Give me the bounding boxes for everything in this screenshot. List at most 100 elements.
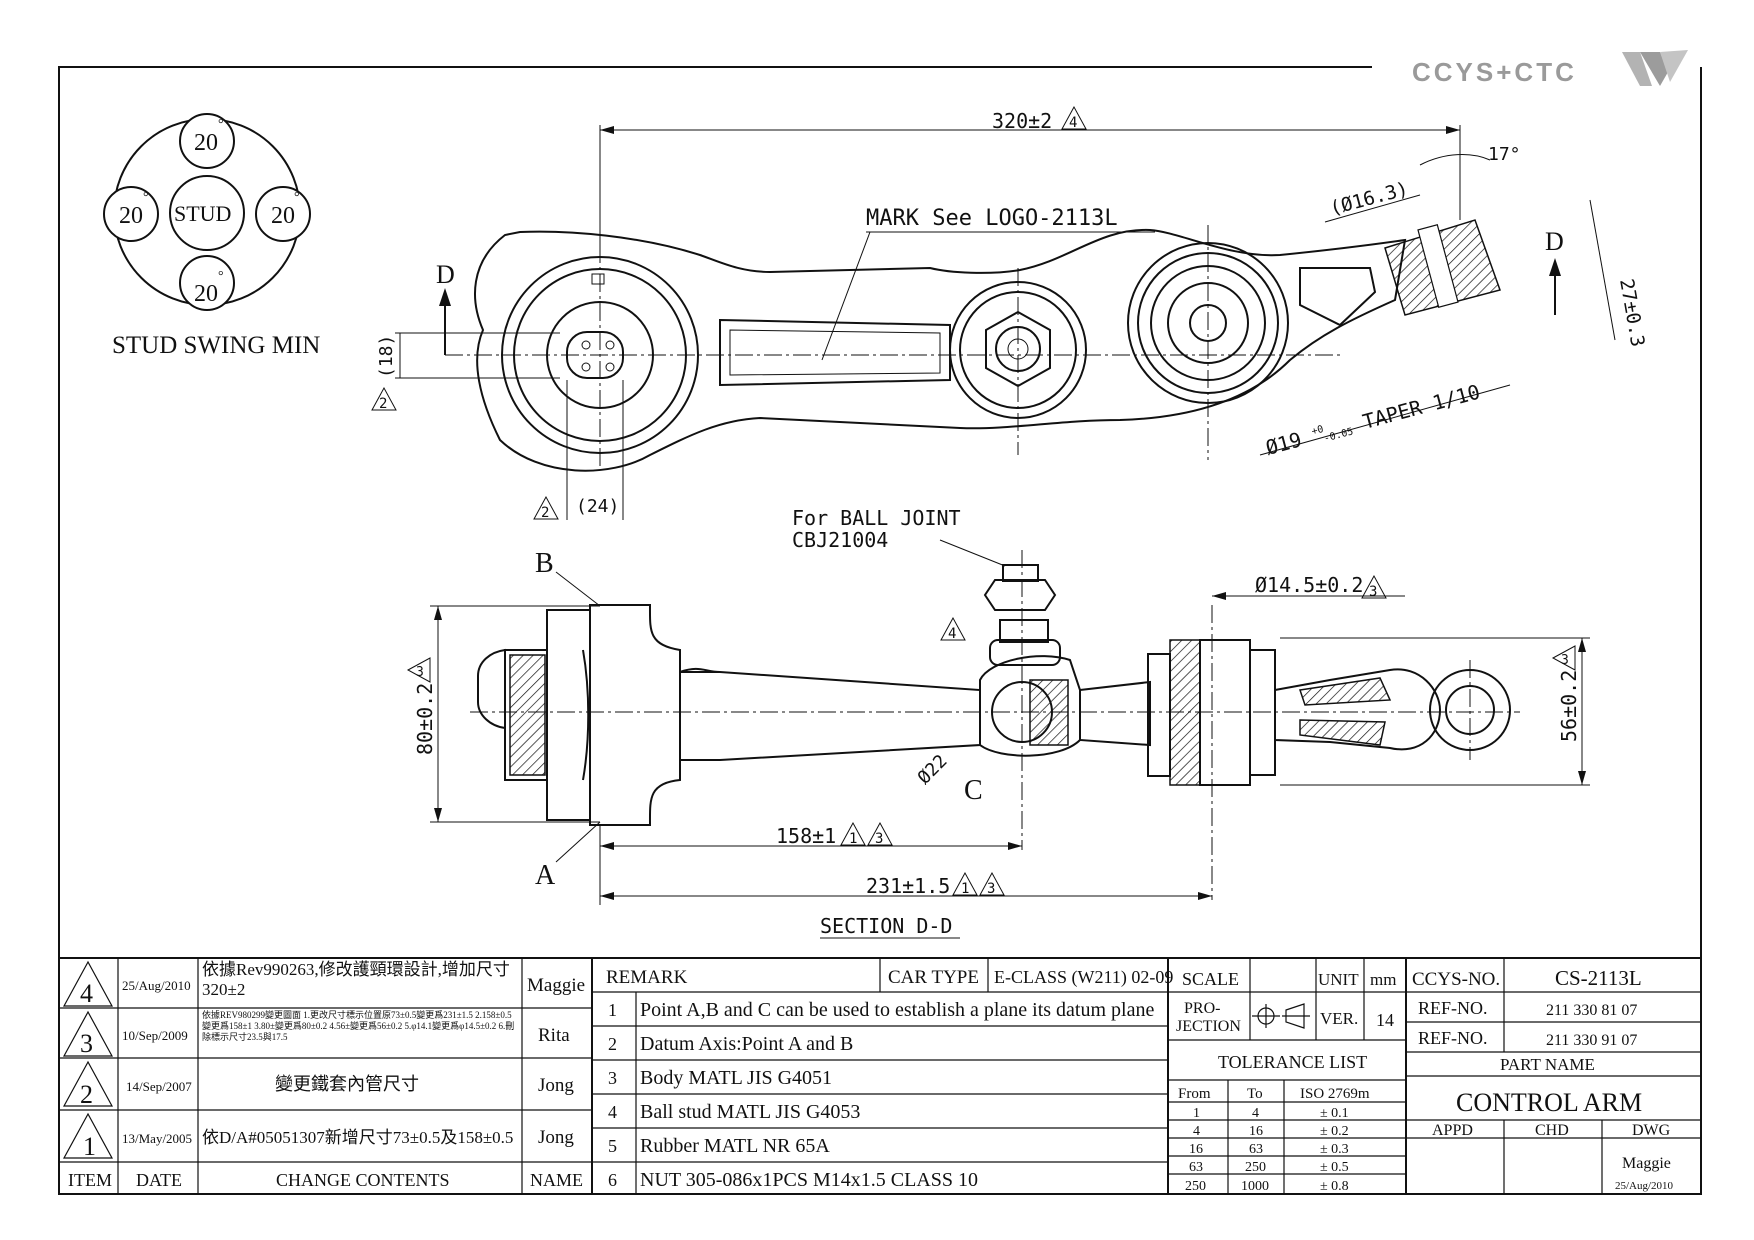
section-d-right: D — [1545, 227, 1564, 256]
tol-to-4: 250 — [1245, 1160, 1266, 1175]
chd-label: CHD — [1535, 1122, 1569, 1139]
tol-val-4: ± 0.5 — [1320, 1160, 1349, 1175]
unit-label: UNIT — [1318, 970, 1359, 989]
rev-change-4: 依據Rev990263,修改護頸環設計,增加尺寸320±2 — [202, 960, 510, 999]
left-rubber-section — [509, 654, 546, 776]
tol-from-5: 250 — [1185, 1179, 1206, 1194]
remark-label: REMARK — [606, 967, 688, 988]
part-info-table: CCYS-NO. CS-2113L REF-NO. 211 330 81 07 … — [1406, 958, 1701, 1194]
rev-change-2: 變更鐵套內管尺寸 — [275, 1074, 419, 1094]
ref-no-label-1: REF-NO. — [1418, 998, 1488, 1018]
rev-mark-1b-icon: 1 — [952, 871, 978, 897]
brand-emblem-icon — [1622, 50, 1688, 86]
rev-item-1: 1 — [83, 1132, 96, 1161]
stud-swing-diagram: 20 ° 20 ° 20 ° 20 ° STUD STUD SWING MIN — [103, 113, 320, 359]
rev-mark-2b-text: 2 — [541, 505, 549, 521]
rev-name-2: Jong — [538, 1075, 574, 1096]
mark-callout: MARK See LOGO-2113L — [866, 206, 1118, 231]
ball-joint-callout-2: CBJ21004 — [792, 528, 888, 552]
swing-caption: STUD SWING MIN — [112, 332, 320, 359]
drawing-frame — [58, 66, 1702, 1195]
swing-bottom-degree: ° — [218, 269, 224, 284]
rev-mark-3a-icon: 3 — [406, 657, 431, 683]
remark-no-6: 6 — [608, 1170, 617, 1190]
tol-val-3: ± 0.3 — [1320, 1142, 1349, 1157]
datum-point-b: B — [535, 548, 554, 579]
rev-header-name: NAME — [530, 1170, 583, 1190]
dwg-label: DWG — [1632, 1122, 1671, 1139]
rev-date-4: 25/Aug/2010 — [122, 978, 191, 993]
remark-text-1: Point A,B and C can be used to establish… — [640, 999, 1154, 1021]
rev-mark-2a-text: 2 — [379, 396, 387, 412]
remark-no-1: 1 — [608, 1000, 617, 1020]
swing-bottom-value: 20 — [194, 281, 218, 307]
remark-text-2: Datum Axis:Point A and B — [640, 1033, 853, 1055]
revision-table: 4 25/Aug/2010 依據Rev990263,修改護頸環設計,增加尺寸32… — [62, 960, 585, 1190]
unit-value: mm — [1370, 970, 1396, 989]
rev-mark-1b-text: 1 — [961, 881, 969, 897]
dim-158: 158±1 — [776, 824, 836, 848]
rev-date-1: 13/May/2005 — [122, 1131, 192, 1146]
remark-no-5: 5 — [608, 1136, 617, 1156]
rev-mark-1a-icon: 1 — [840, 821, 866, 847]
rev-date-3: 10/Sep/2009 — [122, 1028, 188, 1043]
swing-center-label: STUD — [174, 201, 231, 226]
dim-320: 320±2 — [992, 109, 1052, 133]
top-view: 320±2 4 17° MARK See LOGO-2113L (Ø16.3) … — [371, 105, 1649, 521]
rev-mark-4b-icon: 4 — [940, 616, 966, 642]
rev-change-3: 依據REV980299變更圖面 1.更改尺寸標示位置原73±0.5變更爲231±… — [202, 1010, 515, 1042]
tol-to-3: 63 — [1249, 1142, 1263, 1157]
ccys-no-value: CS-2113L — [1555, 966, 1642, 990]
rev-mark-4-text: 4 — [1069, 115, 1077, 131]
dim-80: 80±0.2 — [413, 683, 437, 755]
tol-to-2: 16 — [1249, 1124, 1263, 1139]
section-title: SECTION D-D — [820, 914, 952, 938]
rev-row-3: 3 10/Sep/2009 依據REV980299變更圖面 1.更改尺寸標示位置… — [62, 1010, 570, 1058]
ver-value: 14 — [1376, 1010, 1394, 1030]
rev-mark-4-icon: 4 — [1061, 105, 1087, 131]
swing-top-value: 20 — [194, 130, 218, 156]
rev-mark-3e-icon: 3 — [979, 871, 1005, 897]
dim-phi-14-5: Ø14.5±0.2 — [1255, 573, 1363, 597]
tol-to-5: 1000 — [1241, 1179, 1269, 1194]
appd-label: APPD — [1432, 1122, 1473, 1139]
ref-no-2: 211 330 91 07 — [1546, 1032, 1637, 1049]
dim-phi-16-3: (Ø16.3) — [1328, 178, 1411, 220]
dim-24: (24) — [576, 496, 619, 517]
rev-item-4: 4 — [80, 979, 93, 1008]
drawn-by: Maggie — [1622, 1155, 1671, 1172]
remark-text-5: Rubber MATL NR 65A — [640, 1135, 830, 1157]
swing-left-degree: ° — [143, 190, 149, 205]
drawn-date: 25/Aug/2010 — [1615, 1180, 1674, 1192]
remark-no-2: 2 — [608, 1034, 617, 1054]
ccys-no-label: CCYS-NO. — [1412, 969, 1500, 990]
rev-header-item: ITEM — [68, 1170, 112, 1190]
rev-mark-3d-icon: 3 — [867, 821, 893, 847]
dim-27: 27±0.3 — [1615, 277, 1649, 348]
rev-name-1: Jong — [538, 1127, 574, 1148]
car-type-value: E-CLASS (W211) 02-09 — [994, 967, 1173, 988]
dim-phi-22: Ø22 — [914, 751, 952, 789]
car-type-label: CAR TYPE — [888, 967, 979, 988]
tol-header-to: To — [1247, 1086, 1263, 1102]
title-block: 4 25/Aug/2010 依據Rev990263,修改護頸環設計,增加尺寸32… — [59, 957, 1701, 1194]
swing-left-value: 20 — [119, 203, 143, 229]
swing-right-degree: ° — [294, 190, 300, 205]
remarks-table: REMARK CAR TYPE E-CLASS (W211) 02-09 1 P… — [592, 958, 1173, 1194]
tol-from-1: 1 — [1193, 1106, 1200, 1121]
rev-header: ITEM DATE CHANGE CONTENTS NAME — [68, 1170, 583, 1190]
remark-no-3: 3 — [608, 1068, 617, 1088]
rev-mark-3b-text: 3 — [1561, 653, 1569, 668]
rev-mark-3c-icon: 3 — [1361, 574, 1387, 600]
tol-from-3: 16 — [1189, 1142, 1203, 1157]
projection-label-1: PRO- — [1184, 1000, 1220, 1017]
dim-18: (18) — [376, 335, 397, 378]
tol-header-from: From — [1178, 1086, 1211, 1102]
brand-logo-text: CCYS+CTC — [1412, 57, 1577, 87]
ball-joint-callout-1: For BALL JOINT — [792, 506, 961, 530]
dim-231: 231±1.5 — [866, 874, 950, 898]
rev-item-2: 2 — [80, 1080, 93, 1109]
rev-mark-3e-text: 3 — [987, 881, 995, 897]
brand-logo: CCYS+CTC — [1412, 50, 1688, 87]
